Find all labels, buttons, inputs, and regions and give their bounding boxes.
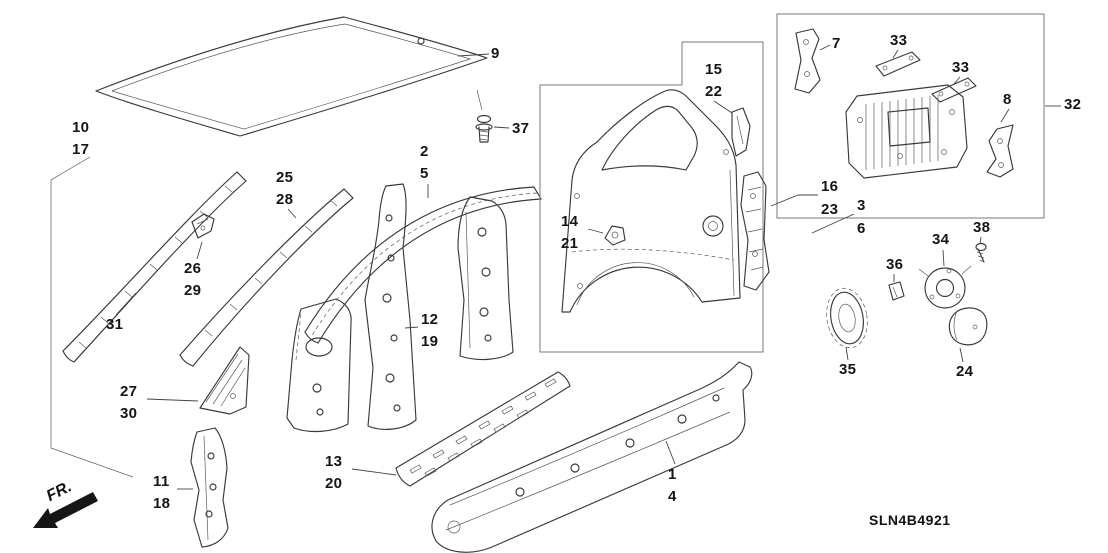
center-pillar-12-19 [364, 183, 417, 430]
callout-4: 4 [668, 488, 677, 505]
side-sill-outer-1-4 [431, 361, 753, 553]
callout-38: 38 [973, 219, 991, 236]
fuel-filler-retainer-34 [918, 265, 972, 309]
pillar-garnish-15-22 [731, 107, 751, 157]
cowl-side-panel-27-30 [199, 346, 250, 415]
callout-3: 3 [857, 197, 866, 214]
fuel-filler-grommet-35 [826, 287, 868, 349]
rear-pillar-stiffener-16-23 [740, 171, 770, 291]
rear-panel [845, 84, 968, 179]
callout-17: 17 [72, 141, 90, 158]
callout-9: 9 [491, 45, 500, 62]
roof-bolt-37 [475, 89, 493, 143]
front-pillar-outer-panel [457, 196, 514, 361]
callout-37: 37 [512, 120, 530, 137]
roof-side-rail-31 [62, 171, 247, 363]
roof-side-rail-25-28 [179, 188, 354, 367]
callout-36: 36 [886, 256, 904, 273]
callout-28: 28 [276, 191, 294, 208]
callout-5: 5 [420, 165, 429, 182]
group-bracket-10-17 [50, 156, 134, 478]
rear-quarter-panel [561, 89, 741, 313]
clip-36 [888, 281, 905, 301]
callout-29: 29 [184, 282, 202, 299]
callout-33-left: 33 [890, 32, 908, 49]
callout-20: 20 [325, 475, 343, 492]
callout-1: 1 [668, 466, 677, 483]
leader-lines [115, 44, 1061, 490]
callout-25: 25 [276, 169, 294, 186]
clip-14-21 [604, 225, 626, 246]
rear-panel-group-box [776, 13, 1045, 219]
sill-inner-13-20 [395, 371, 571, 487]
fuel-lid-24 [948, 307, 988, 346]
roof-panel [95, 16, 488, 137]
callout-16: 16 [821, 178, 839, 195]
front-pillar-inner-panel [286, 298, 352, 433]
callout-35: 35 [839, 361, 857, 378]
callout-7: 7 [832, 35, 841, 52]
callout-32: 32 [1064, 96, 1082, 113]
callout-30: 30 [120, 405, 138, 422]
callout-34: 34 [932, 231, 950, 248]
callout-15: 15 [705, 61, 723, 78]
fr-direction-arrow-icon [33, 492, 98, 528]
callout-24: 24 [956, 363, 974, 380]
front-pillar-lower-11-18 [190, 427, 229, 548]
corner-bracket-7 [794, 28, 821, 94]
clip-26-29 [191, 213, 215, 239]
callout-27: 27 [120, 383, 138, 400]
callout-18: 18 [153, 495, 171, 512]
callout-19: 19 [421, 333, 439, 350]
callout-6: 6 [857, 220, 866, 237]
diagram-code: SLN4B4921 [869, 512, 951, 528]
bolt-38 [975, 242, 987, 263]
callout-21: 21 [561, 235, 579, 252]
callout-26: 26 [184, 260, 202, 277]
callout-22: 22 [705, 83, 723, 100]
callout-8: 8 [1003, 91, 1012, 108]
callout-2: 2 [420, 143, 429, 160]
crossmember-33-left [875, 51, 921, 77]
crossmember-33-right [931, 77, 977, 103]
callout-23: 23 [821, 201, 839, 218]
callout-13: 13 [325, 453, 343, 470]
callout-31: 31 [106, 316, 124, 333]
callout-33-right: 33 [952, 59, 970, 76]
quarter-panel-group-box [539, 41, 764, 353]
callout-11: 11 [153, 473, 170, 490]
callout-12: 12 [421, 311, 439, 328]
callout-10: 10 [72, 119, 90, 136]
callout-14: 14 [561, 213, 579, 230]
corner-bracket-8 [986, 124, 1014, 178]
